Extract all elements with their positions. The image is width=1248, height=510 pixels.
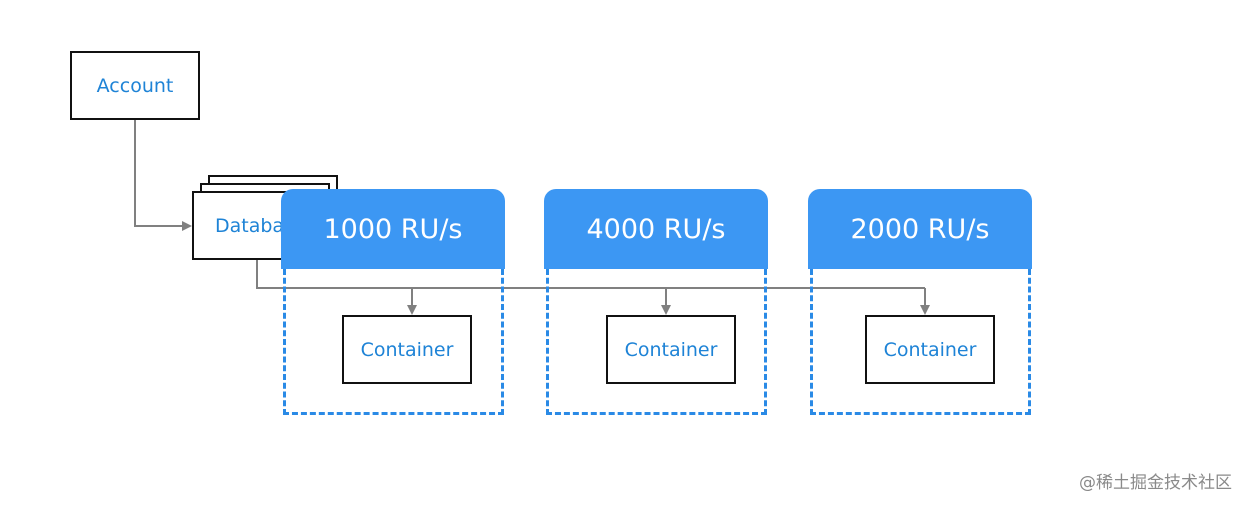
container-box-3: Container: [865, 315, 995, 384]
throughput-header-1: 1000 RU/s: [281, 189, 505, 269]
throughput-scope-3: [810, 269, 1031, 415]
throughput-label-1: 1000 RU/s: [323, 213, 463, 245]
account-to-database-connector: [134, 120, 192, 231]
database-bus-connector: [256, 260, 925, 289]
watermark-text: @稀土掘金技术社区: [1079, 473, 1232, 493]
container-label-2: Container: [624, 338, 718, 361]
container-label-1: Container: [360, 338, 454, 361]
throughput-label-3: 2000 RU/s: [850, 213, 990, 245]
account-box: Account: [70, 51, 200, 120]
throughput-scope-2: [546, 269, 767, 415]
throughput-label-2: 4000 RU/s: [586, 213, 726, 245]
throughput-scope-1: [283, 269, 504, 415]
container-label-3: Container: [883, 338, 977, 361]
throughput-header-2: 4000 RU/s: [544, 189, 768, 269]
container-box-2: Container: [606, 315, 736, 384]
container-box-1: Container: [342, 315, 472, 384]
account-label: Account: [96, 74, 174, 97]
throughput-header-3: 2000 RU/s: [808, 189, 1032, 269]
